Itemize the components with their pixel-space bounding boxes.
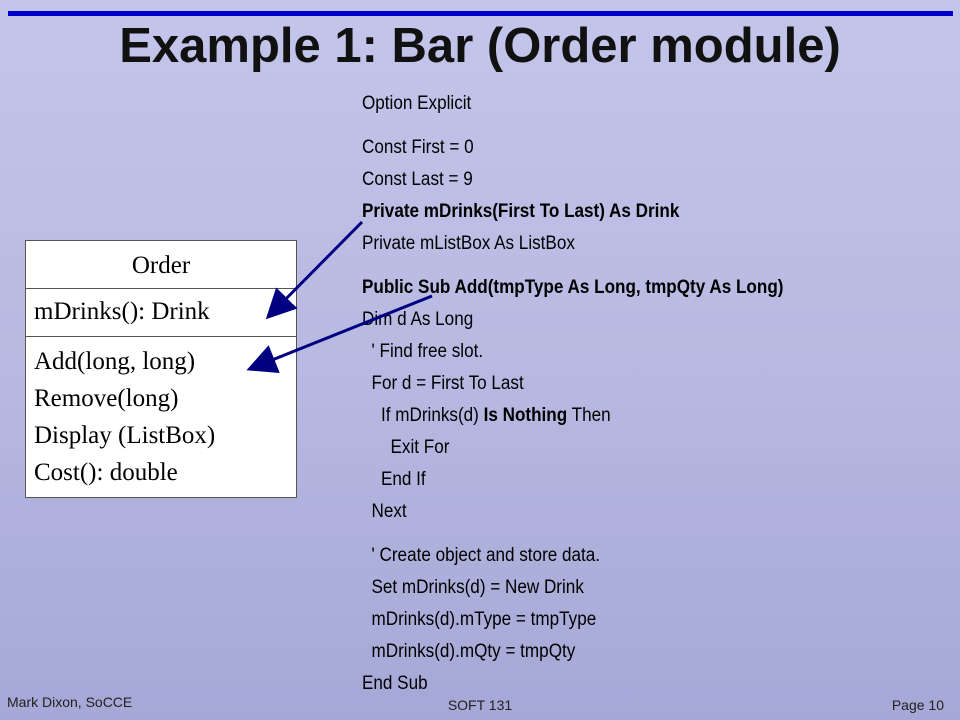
uml-operation: Cost(): double — [34, 459, 178, 486]
footer-author: Mark Dixon, SoCCE — [7, 694, 133, 710]
code-line-decl-drinks: Private mDrinks(First To Last) As Drink — [362, 201, 680, 222]
uml-class-diagram: Order mDrinks(): Drink Add(long, long) R… — [25, 240, 297, 498]
footer-course: SOFT 131 — [447, 697, 513, 713]
code-line-set-qty: mDrinks(d).mQty = tmpQty — [362, 641, 576, 662]
uml-operation: Add(long, long) — [34, 348, 196, 375]
uml-operations: Add(long, long) Remove(long) Display (Li… — [26, 337, 296, 491]
code-line-set-new: Set mDrinks(d) = New Drink — [362, 577, 584, 598]
code-line-exit-for: Exit For — [362, 437, 450, 458]
code-line-const-last: Const Last = 9 — [362, 169, 473, 190]
code-line-comment-find: ' Find free slot. — [362, 341, 484, 362]
code-if-prefix: If mDrinks(d) — [362, 405, 484, 426]
code-block: Option Explicit Const First = 0 Const La… — [362, 88, 783, 700]
uml-operation: Remove(long) — [34, 385, 179, 412]
arrow-attribute-to-declaration — [265, 220, 364, 320]
code-line-set-type: mDrinks(d).mType = tmpType — [362, 609, 597, 630]
slide-title: Example 1: Bar (Order module) — [119, 19, 841, 73]
uml-class-name: Order — [26, 241, 296, 289]
code-line-end-sub: End Sub — [362, 673, 428, 694]
uml-attribute: mDrinks(): Drink — [26, 289, 296, 337]
title-underline — [8, 11, 953, 16]
uml-operation: Display (ListBox) — [34, 422, 216, 449]
code-line-if: If mDrinks(d) Is Nothing Then — [362, 400, 783, 432]
code-line-decl-listbox: Private mListBox As ListBox — [362, 233, 575, 254]
code-if-keyword: Is Nothing — [483, 405, 568, 426]
footer-page-number: Page 10 — [891, 697, 944, 713]
code-line-comment-create: ' Create object and store data. — [362, 545, 601, 566]
arrow-operation-to-sub — [246, 294, 433, 374]
code-line-next: Next — [362, 501, 407, 522]
code-line-end-if: End If — [362, 469, 426, 490]
code-line-sub-header: Public Sub Add(tmpType As Long, tmpQty A… — [362, 277, 784, 298]
code-line-option: Option Explicit — [362, 93, 472, 114]
code-line-for: For d = First To Last — [362, 373, 524, 394]
code-line-const-first: Const First = 0 — [362, 137, 474, 158]
code-if-suffix: Then — [567, 405, 611, 426]
